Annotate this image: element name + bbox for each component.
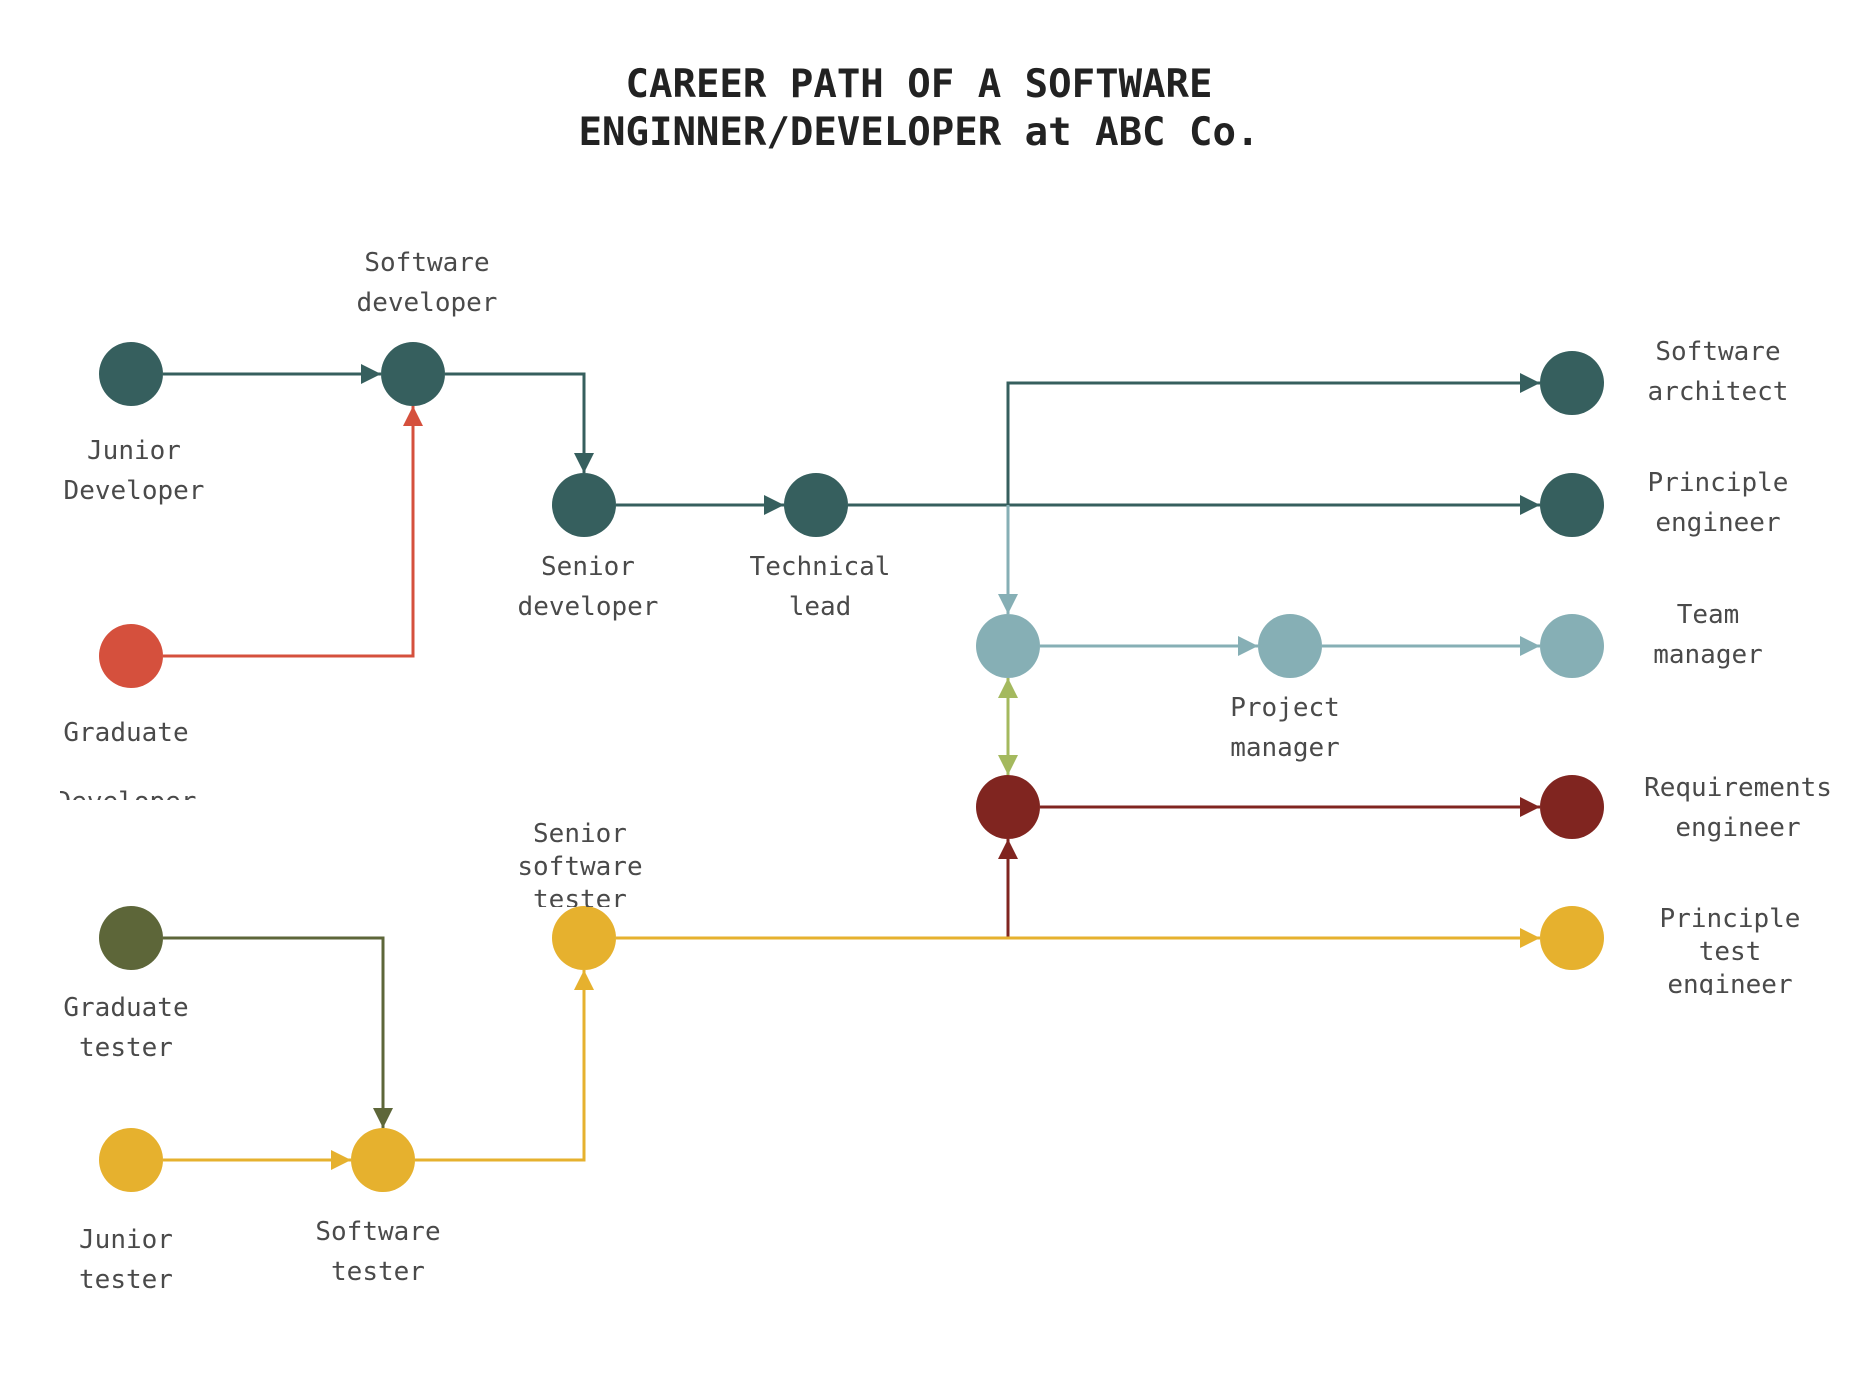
arrowhead (998, 755, 1018, 775)
label-line: engineer (1655, 508, 1780, 538)
label-line: developer (357, 288, 498, 318)
arrowhead (361, 364, 381, 384)
label-senior-developer: Senior developer (518, 552, 659, 622)
node-technical-lead (784, 473, 848, 537)
arrowhead (574, 970, 594, 990)
label-line: developer (518, 592, 659, 622)
nodes-layer (99, 342, 1604, 1192)
label-line: software (517, 852, 642, 882)
node-senior-developer (552, 473, 616, 537)
label-line: Team (1677, 600, 1740, 630)
label-line: tester (79, 1265, 173, 1295)
label-line: tester (331, 1257, 425, 1287)
label-line: Software (1655, 337, 1780, 367)
diagram-title-line: CAREER PATH OF A SOFTWARE (626, 62, 1213, 107)
label-line: manager (1653, 640, 1763, 670)
arrowhead (998, 594, 1018, 614)
node-project-manager (1258, 614, 1322, 678)
label-line: engineer (1667, 970, 1792, 1000)
node-software-architect (1540, 351, 1604, 415)
node-junior-tester (99, 1128, 163, 1192)
edge-software-tester-to-senior-software-tester (415, 970, 586, 1162)
arrowhead (1520, 797, 1540, 817)
node-requirements-engineer (1540, 775, 1604, 839)
arrowhead (1520, 495, 1540, 515)
edge-graduate-tester-to-software-tester (163, 936, 385, 1128)
label-team-manager: Team manager (1653, 600, 1763, 670)
label-line: Software (364, 248, 489, 278)
label-graduate-tester: Graduate tester (63, 993, 188, 1063)
arrowhead (574, 453, 594, 473)
label-line: Graduate (63, 993, 188, 1023)
label-project-manager: Project manager (1230, 693, 1340, 763)
node-junior-developer (99, 342, 163, 406)
label-software-developer: Software developer (357, 248, 498, 318)
label-line: Senior (533, 819, 627, 849)
label-principle-engineer: Principle engineer (1648, 468, 1789, 538)
arrowhead (1520, 636, 1540, 656)
arrowhead (1520, 373, 1540, 393)
label-line: lead (789, 592, 852, 622)
node-senior-software-tester (552, 906, 616, 970)
node-principle-test-engineer (1540, 906, 1604, 970)
arrowhead (998, 839, 1018, 859)
node-software-tester (351, 1128, 415, 1192)
label-line: manager (1230, 733, 1340, 763)
label-requirements-engineer: Requirements engineer (1644, 773, 1832, 843)
arrowhead (764, 495, 784, 515)
node-software-developer (381, 342, 445, 406)
label-line: Principle (1648, 468, 1789, 498)
label-line: architect (1648, 377, 1789, 407)
edge-technical-lead-to-software-architect (1006, 381, 1540, 505)
edges-layer (163, 364, 1540, 1170)
label-line: Project (1230, 693, 1340, 723)
label-line: Junior (87, 436, 181, 466)
node-hub-light (976, 614, 1040, 678)
edge-software-developer-to-senior-developer (445, 372, 586, 473)
node-graduate-developer (99, 624, 163, 688)
arrowhead (1520, 928, 1540, 948)
label-line: engineer (1675, 813, 1800, 843)
node-graduate-tester (99, 906, 163, 970)
edge-graduate-developer-to-software-developer (163, 406, 415, 658)
label-software-tester: Software tester (315, 1217, 440, 1287)
label-software-architect: Software architect (1648, 337, 1789, 407)
label-line: Technical (750, 552, 891, 582)
node-hub-maroon (976, 775, 1040, 839)
diagram-title-line: ENGINNER/DEVELOPER at ABC Co. (579, 110, 1260, 155)
label-line: Senior (541, 552, 635, 582)
label-line: Principle (1660, 904, 1801, 934)
label-line: Developer (56, 787, 197, 817)
label-line: Requirements (1644, 773, 1832, 803)
label-line: tester (533, 885, 627, 915)
label-technical-lead: Technical lead (750, 552, 891, 622)
arrowhead (998, 678, 1018, 698)
arrowhead (373, 1108, 393, 1128)
arrowhead (403, 406, 423, 426)
label-line: Software (315, 1217, 440, 1247)
label-line: Developer (64, 476, 205, 506)
node-team-manager (1540, 614, 1604, 678)
node-principle-engineer (1540, 473, 1604, 537)
label-line: Graduate (63, 718, 188, 748)
label-line: tester (79, 1033, 173, 1063)
label-line: test (1699, 937, 1762, 967)
label-line: Junior (79, 1225, 173, 1255)
arrowhead (1238, 636, 1258, 656)
arrowhead (331, 1150, 351, 1170)
label-junior-tester: Junior tester (79, 1225, 173, 1295)
